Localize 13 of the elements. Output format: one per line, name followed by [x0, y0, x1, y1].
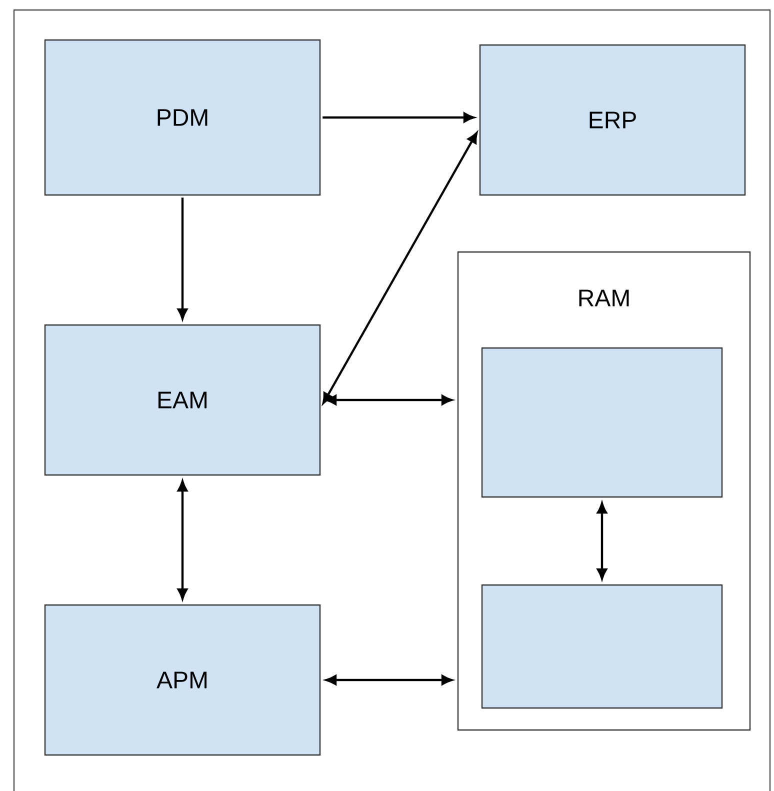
arrow [596, 502, 608, 580]
arrow [177, 198, 188, 320]
arrow [326, 394, 452, 406]
process-box [481, 584, 723, 709]
arrow [177, 480, 188, 600]
arrow [322, 112, 474, 123]
process-box: EAM [44, 324, 321, 476]
arrow [326, 674, 452, 686]
arrow [322, 132, 478, 404]
process-box: PDM [44, 39, 321, 196]
process-box: ERP [479, 44, 746, 196]
process-box: APM [44, 604, 321, 756]
process-box [481, 347, 723, 498]
